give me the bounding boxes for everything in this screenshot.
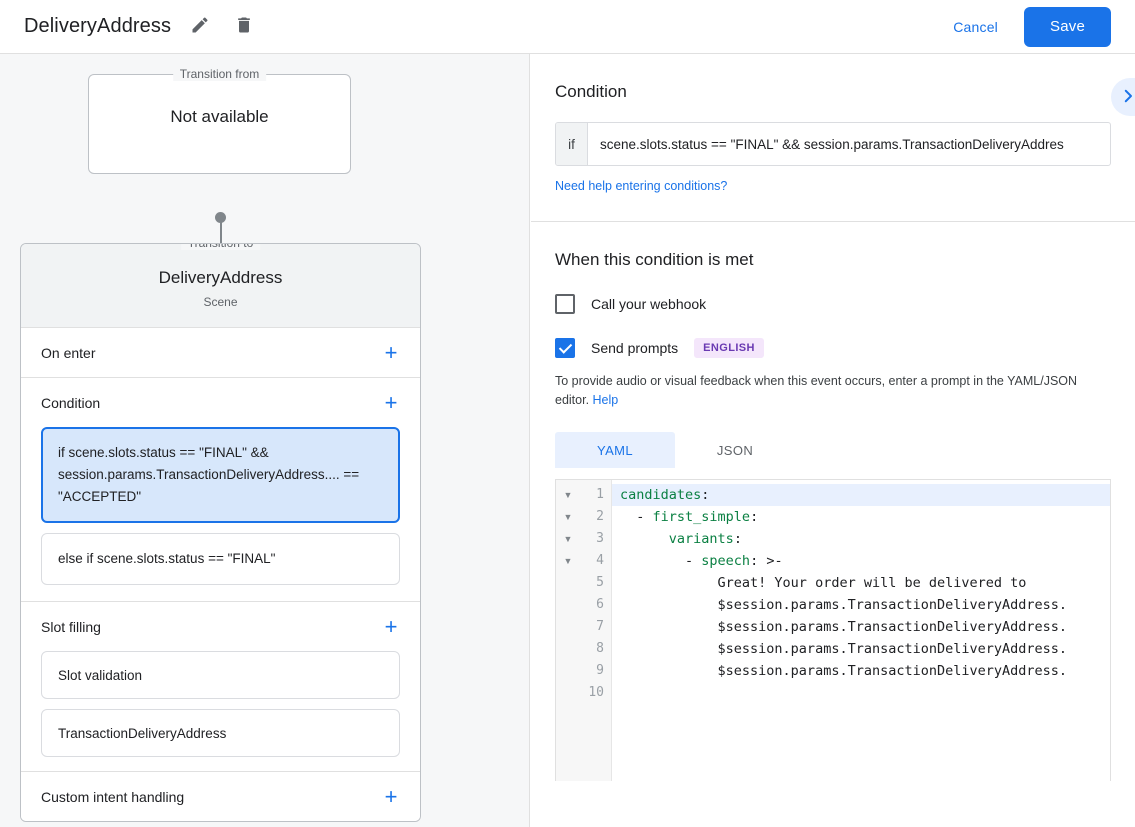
section-on-enter: On enter + — [21, 328, 420, 378]
editor-line-number: 2 — [596, 509, 604, 524]
cancel-button[interactable]: Cancel — [941, 11, 1010, 43]
editor-code-line[interactable]: - speech: >- — [620, 553, 783, 569]
section-condition: Condition + if scene.slots.status == "FI… — [21, 378, 420, 602]
tab-json[interactable]: JSON — [675, 432, 795, 468]
section-slot-filling: Slot filling + Slot validation Transacti… — [21, 602, 420, 772]
call-webhook-checkbox[interactable] — [555, 294, 575, 314]
transition-to-legend: Transition to — [180, 244, 261, 250]
editor-code-line[interactable]: candidates: — [612, 484, 1110, 506]
section-header-condition: Condition + — [21, 378, 420, 427]
prompt-help-link[interactable]: Help — [592, 393, 619, 407]
trash-icon — [234, 15, 254, 38]
chevron-right-icon — [1119, 87, 1135, 108]
editor-line-number: 9 — [596, 663, 604, 678]
fold-spacer — [556, 594, 580, 616]
editor-code-line[interactable]: $session.params.TransactionDeliveryAddre… — [620, 641, 1068, 657]
fold-toggle-icon[interactable]: ▼ — [563, 512, 573, 522]
editor-code-line[interactable]: $session.params.TransactionDeliveryAddre… — [620, 619, 1068, 635]
editor-code-line[interactable]: - first_simple: — [620, 509, 759, 525]
editor-line-number: 7 — [596, 619, 604, 634]
page-title: DeliveryAddress — [24, 15, 172, 37]
editor-line-number: 5 — [596, 575, 604, 590]
prompt-hint-body: To provide audio or visual feedback when… — [555, 374, 1078, 407]
add-on-enter-button[interactable]: + — [378, 340, 404, 366]
edit-name-button[interactable] — [183, 10, 217, 44]
if-label: if — [556, 123, 588, 165]
add-condition-button[interactable]: + — [378, 390, 404, 416]
editor-code-area[interactable]: candidates: - first_simple: variants: - … — [612, 480, 1110, 781]
condition-panel-title: Condition — [555, 82, 627, 101]
webhook-row: Call your webhook — [555, 294, 1111, 314]
pencil-icon — [190, 15, 210, 38]
save-button[interactable]: Save — [1024, 6, 1111, 47]
fold-spacer — [556, 682, 580, 704]
app-header: DeliveryAddress Cancel Save — [0, 0, 1135, 54]
slot-item-transaction-delivery-address[interactable]: TransactionDeliveryAddress — [41, 709, 400, 757]
section-title-slot-filling: Slot filling — [41, 618, 101, 635]
section-header-custom-intent-handling: Custom intent handling + — [21, 772, 420, 821]
when-condition-met-title: When this condition is met — [555, 250, 754, 269]
details-pane: Condition if Need help entering conditio… — [531, 54, 1135, 827]
fold-spacer — [556, 572, 580, 594]
condition-panel: Condition if Need help entering conditio… — [531, 54, 1135, 222]
editor-line-number: 4 — [596, 553, 604, 568]
tab-yaml[interactable]: YAML — [555, 432, 675, 468]
scene-name: DeliveryAddress — [158, 268, 283, 287]
transition-to-card: Transition to DeliveryAddress Scene On e… — [20, 243, 421, 822]
when-condition-met-panel: When this condition is met Call your web… — [531, 222, 1135, 781]
condition-list: if scene.slots.status == "FINAL" && sess… — [21, 427, 420, 601]
editor-line-numbers: 1 2 3 4 5 6 7 8 9 10 — [580, 480, 612, 781]
condition-item-selected[interactable]: if scene.slots.status == "FINAL" && sess… — [41, 427, 400, 523]
section-custom-intent-handling: Custom intent handling + — [21, 772, 420, 821]
editor-code-line[interactable]: Great! Your order will be delivered to — [620, 575, 1027, 591]
fold-toggle-icon[interactable]: ▼ — [563, 556, 573, 566]
editor-line-number: 3 — [596, 531, 604, 546]
fold-toggle-icon[interactable]: ▼ — [563, 490, 573, 500]
fold-toggle-icon[interactable]: ▼ — [563, 534, 573, 544]
slot-filling-list: Slot validation TransactionDeliveryAddre… — [21, 651, 420, 771]
condition-expression-input[interactable] — [588, 123, 1110, 165]
call-webhook-label: Call your webhook — [591, 296, 707, 312]
language-badge: ENGLISH — [694, 338, 764, 358]
transition-from-box: Transition from Not available — [88, 67, 351, 174]
delete-button[interactable] — [227, 10, 261, 44]
editor-line-number: 8 — [596, 641, 604, 656]
transition-from-value: Not available — [170, 107, 269, 126]
add-slot-filling-button[interactable]: + — [378, 614, 404, 640]
add-custom-intent-button[interactable]: + — [378, 784, 404, 810]
condition-expression-row: if — [555, 122, 1111, 166]
yaml-editor[interactable]: ▼ ▼ ▼ ▼ 1 2 3 4 5 6 7 8 9 10 candidates: - first_sim… — [555, 479, 1111, 781]
fold-spacer — [556, 616, 580, 638]
fold-spacer — [556, 638, 580, 660]
editor-format-tabs: YAML JSON — [555, 432, 1111, 468]
send-prompts-label: Send prompts — [591, 340, 679, 356]
editor-code-line[interactable]: $session.params.TransactionDeliveryAddre… — [620, 597, 1068, 613]
editor-line-number: 1 — [596, 487, 604, 502]
expand-panel-button[interactable] — [1111, 78, 1135, 116]
send-prompts-checkbox[interactable] — [555, 338, 575, 358]
section-header-slot-filling: Slot filling + — [21, 602, 420, 651]
fold-spacer — [556, 660, 580, 682]
prompt-hint-text: To provide audio or visual feedback when… — [555, 372, 1111, 410]
section-title-custom-intent-handling: Custom intent handling — [41, 788, 185, 805]
transition-from-legend: Transition from — [172, 67, 267, 81]
condition-item[interactable]: else if scene.slots.status == "FINAL" — [41, 533, 400, 585]
content-area: Transition from Not available Transition… — [0, 54, 1135, 827]
scene-type: Scene — [203, 295, 238, 309]
editor-code-line[interactable]: $session.params.TransactionDeliveryAddre… — [620, 663, 1068, 679]
condition-help-link[interactable]: Need help entering conditions? — [555, 179, 728, 193]
editor-fold-column[interactable]: ▼ ▼ ▼ ▼ — [556, 480, 580, 781]
send-prompts-row: Send prompts ENGLISH — [555, 338, 1111, 358]
scene-graph-pane: Transition from Not available Transition… — [0, 54, 530, 827]
slot-validation-item[interactable]: Slot validation — [41, 651, 400, 699]
editor-code-line[interactable]: variants: — [668, 531, 742, 547]
section-header-on-enter: On enter + — [21, 328, 420, 377]
editor-line-number: 10 — [588, 685, 604, 700]
scene-header[interactable]: DeliveryAddress Scene — [21, 244, 420, 328]
editor-line-number: 6 — [596, 597, 604, 612]
editor-code-line[interactable] — [612, 682, 1110, 704]
section-title-on-enter: On enter — [41, 344, 96, 361]
section-title-condition: Condition — [41, 394, 101, 411]
